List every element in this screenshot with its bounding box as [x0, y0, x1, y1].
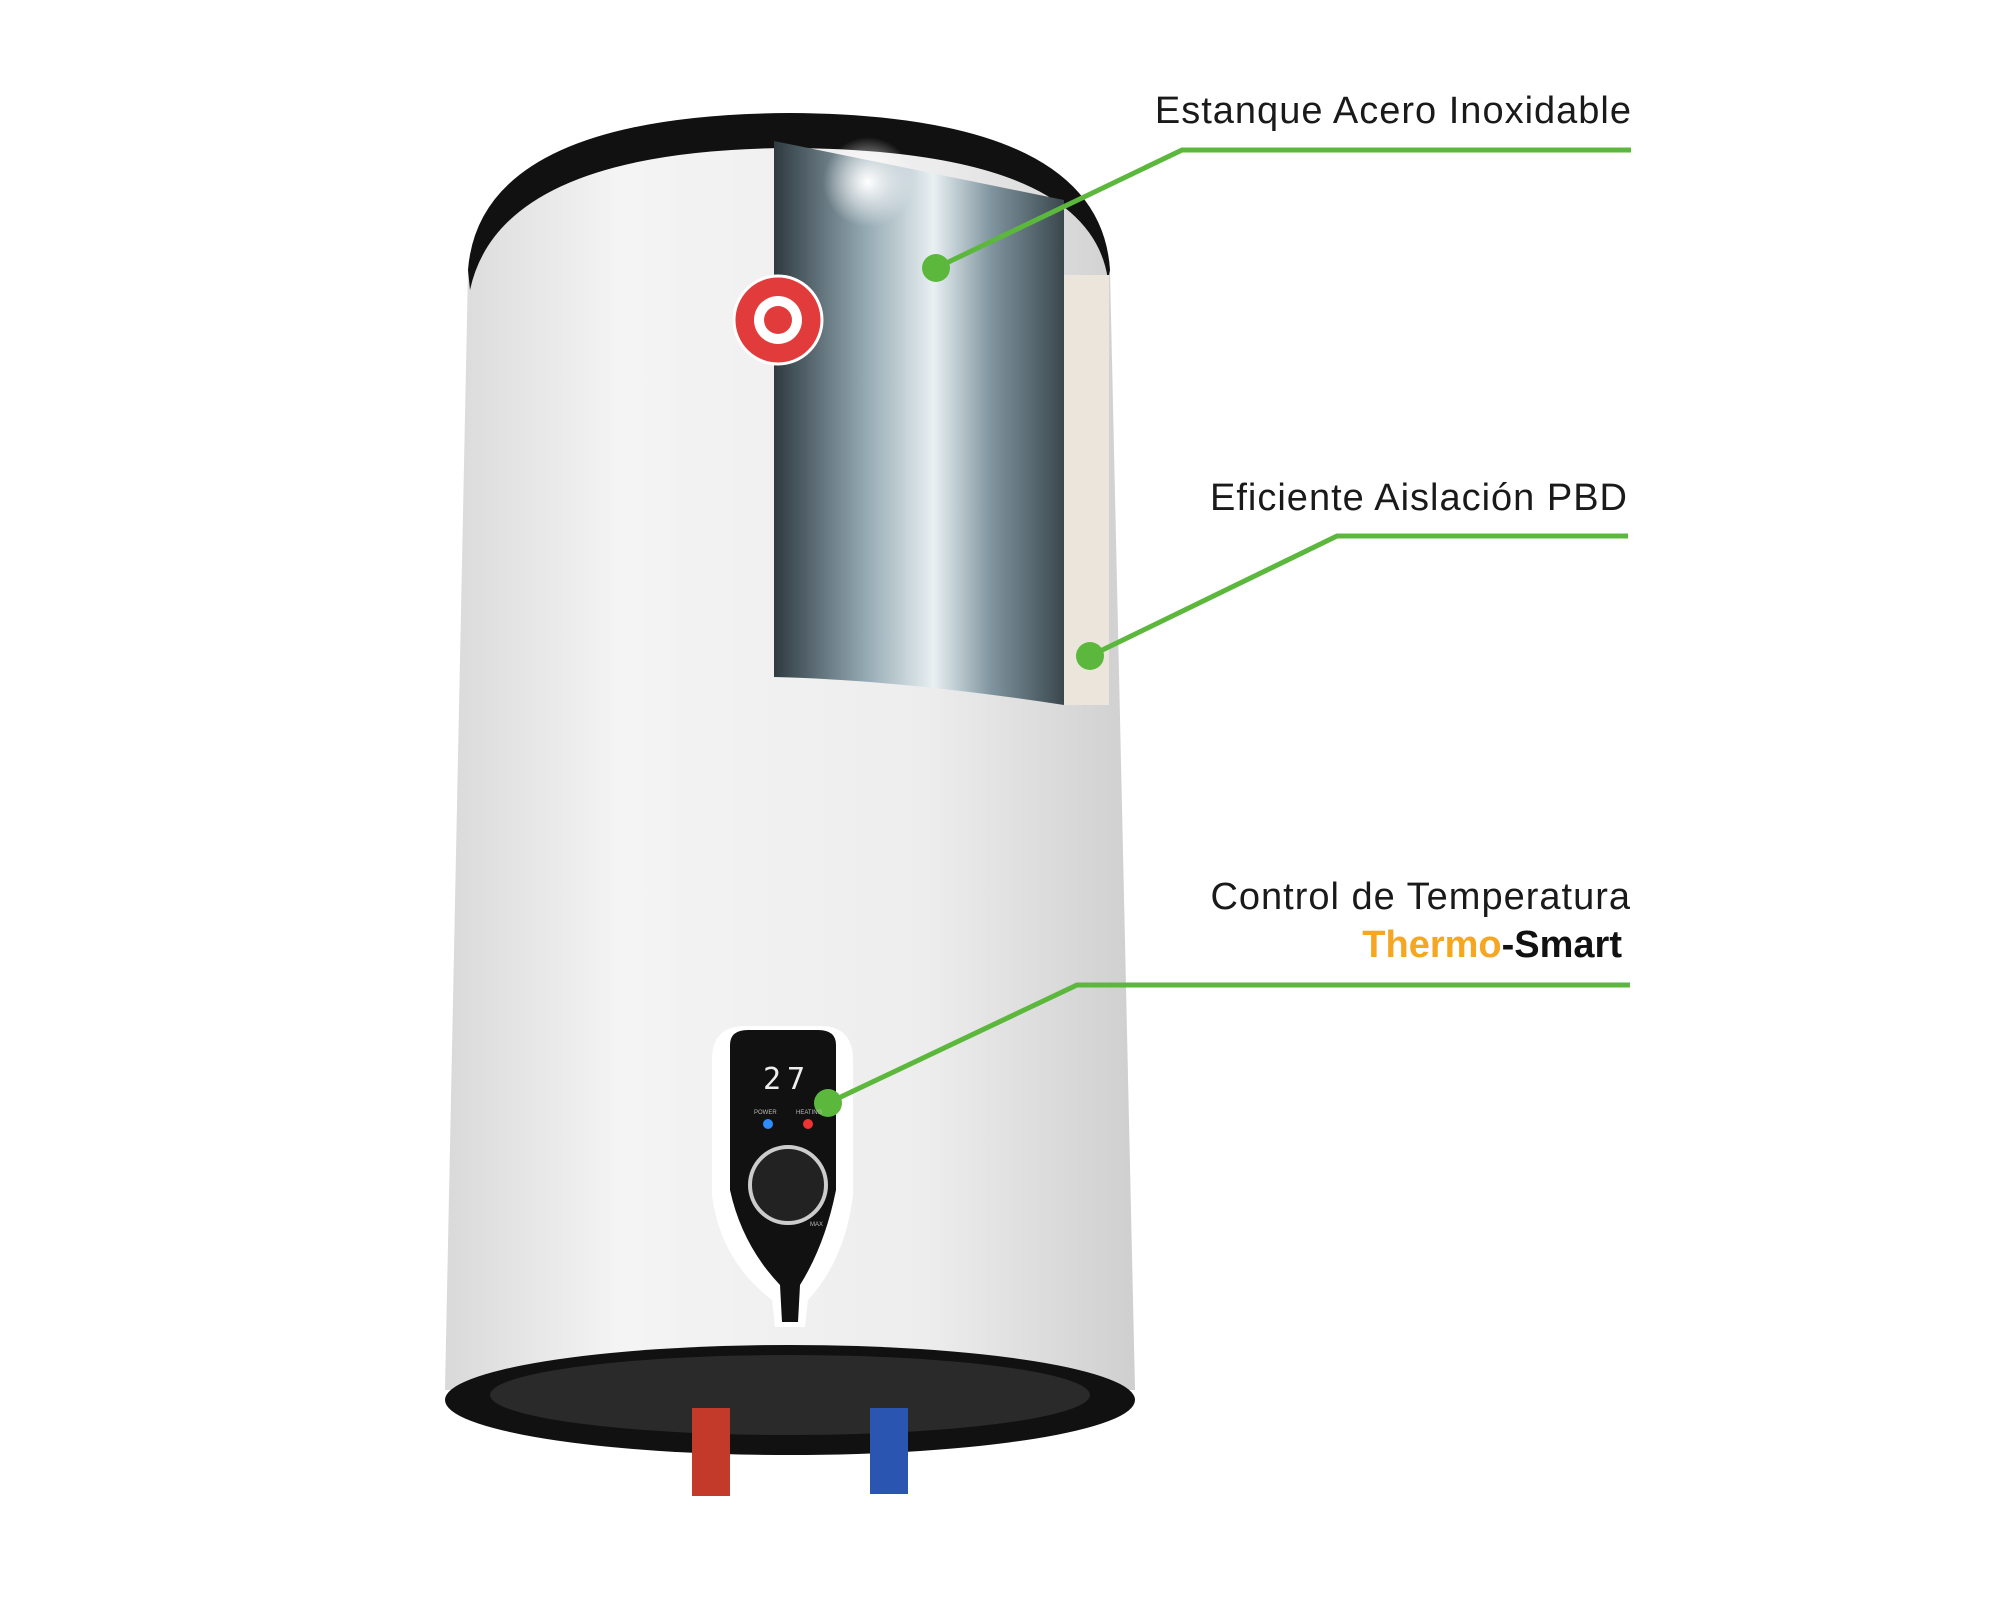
smart-text: -Smart — [1501, 924, 1622, 966]
hot-water-pipe — [692, 1408, 730, 1496]
thermo-text: Thermo — [1362, 924, 1502, 966]
cold-water-pipe — [870, 1408, 908, 1494]
insulation-layer — [1064, 275, 1109, 705]
callout-dots — [814, 254, 1104, 1117]
max-label: MAX — [810, 1222, 824, 1228]
callout-label-temperature-control: Control de Temperatura — [1210, 876, 1631, 918]
thermo-smart-label: Thermo-Smart — [1362, 924, 1622, 967]
ursus-trotter-logo — [732, 274, 824, 366]
callout-label-insulation: Eficiente Aislación PBD — [1210, 477, 1628, 519]
temperature-display: 27 — [763, 1062, 812, 1097]
power-label: POWER — [754, 1110, 777, 1116]
heating-indicator-icon — [803, 1119, 813, 1129]
temperature-knob[interactable] — [748, 1145, 828, 1225]
callout-lines — [826, 147, 1631, 1106]
heating-label: HEATING — [796, 1110, 823, 1116]
power-indicator-icon — [763, 1119, 773, 1129]
callout-label-stainless-tank: Estanque Acero Inoxidable — [1154, 90, 1632, 132]
stainless-tank-cutaway — [774, 137, 1109, 705]
bottom-base — [445, 1345, 1135, 1496]
